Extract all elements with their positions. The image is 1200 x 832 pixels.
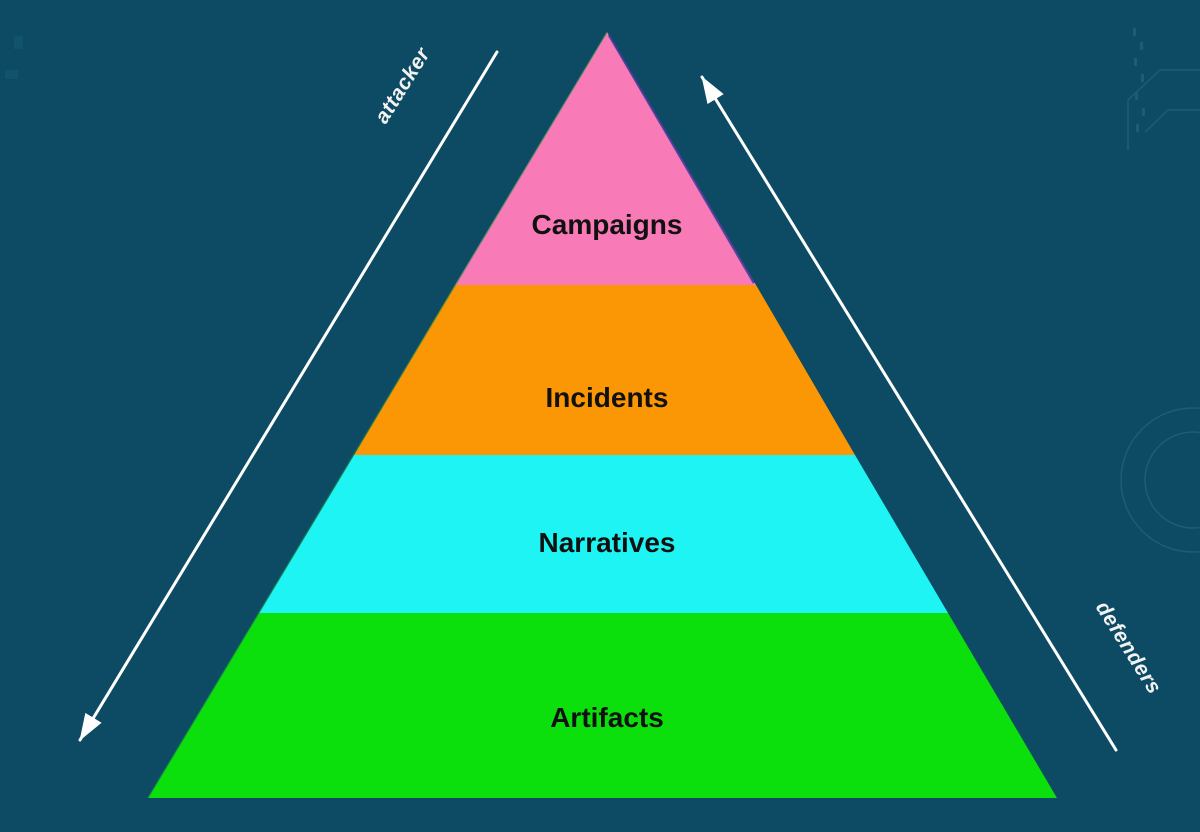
attacker-arrow	[78, 50, 499, 742]
decor-right-arcs	[1120, 407, 1200, 553]
pyramid-apex-right-edge-accent	[607, 34, 756, 284]
pyramid-layer-artifacts	[148, 613, 1057, 798]
pyramid-layer-incidents	[354, 285, 855, 455]
pyramid: Campaigns Incidents Narratives Artifacts	[147, 31, 1057, 799]
pyramid-layer-narratives	[259, 455, 948, 613]
pyramid-layer-campaigns	[455, 32, 756, 285]
decor-top-right-circuit	[1127, 28, 1200, 150]
layer-label-narratives: Narratives	[539, 527, 676, 558]
layer-label-artifacts: Artifacts	[550, 702, 664, 733]
arrows	[78, 50, 1118, 752]
layer-label-campaigns: Campaigns	[532, 209, 683, 240]
layer-label-incidents: Incidents	[546, 382, 669, 413]
pyramid-left-edge-accent	[147, 31, 608, 799]
decor-top-left-marks	[5, 36, 23, 79]
defenders-arrow	[700, 75, 1118, 752]
